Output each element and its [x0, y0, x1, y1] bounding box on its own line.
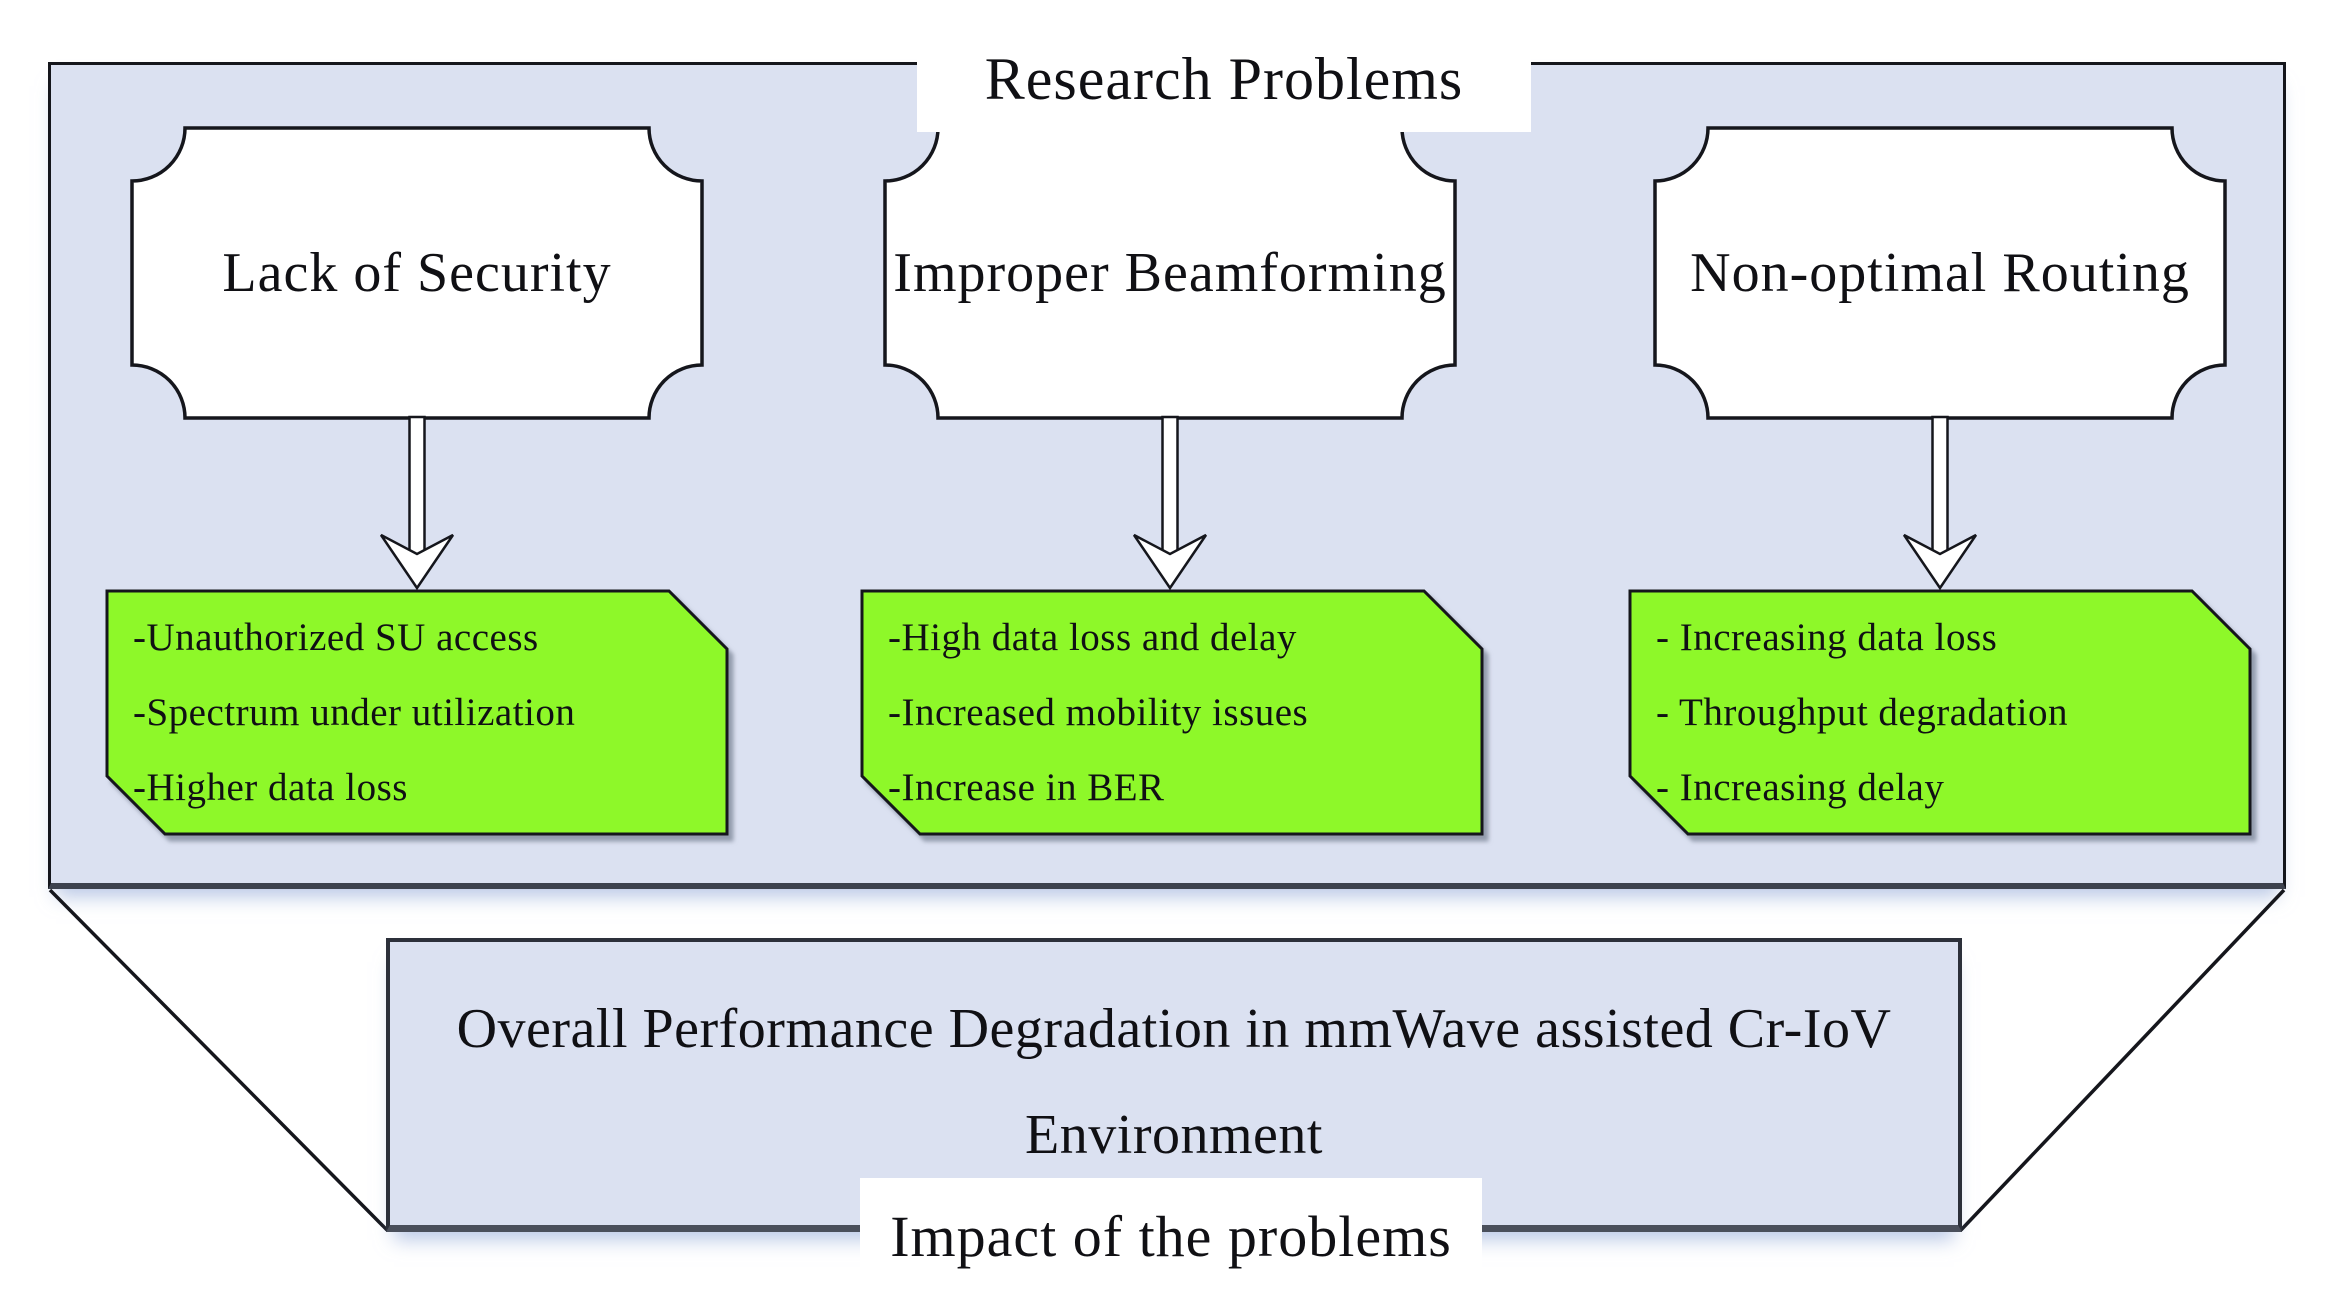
down-arrow-icon: [1132, 415, 1208, 591]
effect-shape: [1628, 589, 2252, 836]
effect-item: - Increasing data loss: [1656, 616, 1998, 659]
problem-title: Lack of Security: [222, 242, 612, 304]
effect-item: -Unauthorized SU access: [133, 616, 539, 659]
effect-list: -Unauthorized SU access -Spectrum under …: [133, 600, 713, 825]
effect-item: - Increasing delay: [1656, 766, 1945, 809]
problem-box-security: Lack of Security: [130, 126, 704, 420]
problem-box-beamforming: Improper Beamforming: [883, 126, 1457, 420]
effect-item: - Throughput degradation: [1656, 691, 2069, 734]
effects-box-beamforming: -High data loss and delay -Increased mob…: [860, 589, 1484, 836]
impact-of-problems-label: Impact of the problems: [860, 1178, 1482, 1296]
impact-text-line1: Overall Performance Degradation in mmWav…: [456, 997, 1892, 1060]
plaque-shape: [1653, 126, 2227, 420]
down-arrow-icon: [379, 415, 455, 591]
effect-item: -High data loss and delay: [888, 616, 1297, 659]
effect-item: -Increased mobility issues: [888, 691, 1309, 734]
effect-item: -Higher data loss: [133, 766, 408, 809]
problem-title: Improper Beamforming: [893, 242, 1447, 304]
funnel-right-line: [1959, 888, 2286, 1232]
effect-list: - Increasing data loss - Throughput degr…: [1656, 600, 2236, 825]
effects-box-security: -Unauthorized SU access -Spectrum under …: [105, 589, 729, 836]
plaque-shape: [883, 126, 1457, 420]
impact-text-line2: Environment: [1025, 1103, 1323, 1166]
effects-box-routing: - Increasing data loss - Throughput degr…: [1628, 589, 2252, 836]
effect-item: -Increase in BER: [888, 766, 1165, 809]
problem-box-routing: Non-optimal Routing: [1653, 126, 2227, 420]
funnel-left-line: [48, 888, 389, 1232]
effect-shape: [105, 589, 729, 836]
effect-list: -High data loss and delay -Increased mob…: [888, 600, 1468, 825]
effect-item: -Spectrum under utilization: [133, 691, 576, 734]
down-arrow-icon: [1902, 415, 1978, 591]
effect-shape: [860, 589, 1484, 836]
research-problems-label: Research Problems: [917, 26, 1531, 132]
problem-title: Non-optimal Routing: [1690, 242, 2190, 304]
plaque-shape: [130, 126, 704, 420]
